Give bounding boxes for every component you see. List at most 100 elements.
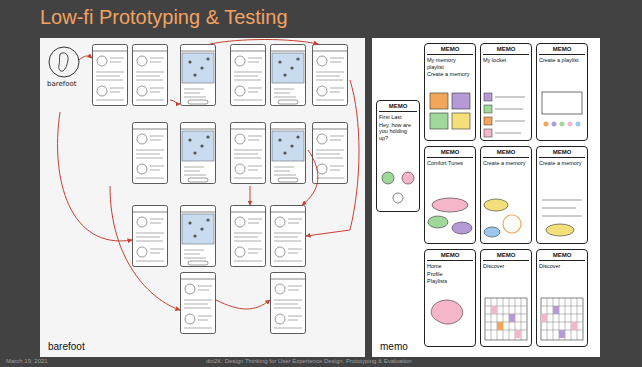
sketch-rect [484, 105, 492, 113]
sketch-circle [503, 215, 521, 233]
sketch-ellipse [452, 222, 472, 234]
sketch-use [271, 273, 306, 334]
screen-text: Create a memory [483, 160, 529, 167]
phone-sketch: MEMODiscover [480, 249, 532, 347]
sketch-path [170, 100, 180, 104]
phone-sketch: MEMO Comfort Tunes [424, 146, 476, 244]
sketch-rect [452, 93, 470, 109]
sketch-path [216, 300, 270, 309]
sketch-ellipse [484, 199, 508, 211]
sketch-rect [542, 92, 582, 114]
screen-text: First Last [379, 114, 417, 121]
sketch-path [541, 298, 583, 340]
sketch-rect [541, 314, 547, 322]
sketch-rect [430, 93, 448, 109]
app-header: MEMO [483, 46, 529, 55]
sketch-use [133, 206, 168, 267]
sketch-rect [571, 322, 577, 330]
sketch-circle [382, 172, 394, 184]
sketch-rect [509, 314, 515, 322]
app-header: MEMO [483, 252, 529, 261]
app-header: MEMO [379, 103, 417, 112]
screen-text: Profile [427, 271, 473, 278]
sketch-use [181, 123, 216, 184]
sketch-use [231, 123, 266, 184]
sketch-rect [485, 298, 527, 340]
sketch-rect [559, 330, 565, 338]
screen-text: Discover [539, 263, 585, 270]
screen-text: Home [427, 263, 473, 270]
sketch-ellipse [428, 216, 448, 228]
sketch-circle [560, 122, 565, 127]
screen-text: Playlists [427, 278, 473, 285]
phone-sketch: MEMOCreate a memory [536, 146, 588, 244]
sketch-rect [491, 306, 497, 314]
app-header: MEMO [427, 252, 473, 261]
sketch-path [485, 298, 527, 340]
sketch-path [302, 150, 318, 205]
sketch-circle [544, 122, 549, 127]
app-header: MEMO [427, 46, 473, 55]
sketch-path [59, 53, 68, 71]
sketch-path [306, 80, 359, 236]
sketch-use [181, 206, 216, 267]
prototype-panel: barefoot [40, 38, 365, 357]
screen-text: My locket [483, 57, 529, 64]
sketch-path [542, 200, 582, 216]
sketch-rect [430, 113, 448, 129]
screen-text: Create a playlist [539, 57, 585, 64]
footer-course: dtx2K: Design Thinking for User Experien… [206, 358, 412, 364]
barefoot-panel-ground [40, 38, 365, 357]
sketch-ellipse [546, 224, 574, 236]
app-header: MEMO [483, 149, 529, 158]
sketch-use [181, 273, 216, 334]
app-header: MEMO [427, 149, 473, 158]
sketch-ellipse [484, 227, 500, 237]
screen-text: My memory playlist [427, 57, 473, 70]
sketch-use [271, 45, 306, 106]
sketch-circle [393, 193, 403, 203]
app-header: MEMO [539, 149, 585, 158]
sketch-use [181, 45, 216, 106]
sketch-path [431, 300, 463, 324]
sketch-circle [49, 47, 79, 77]
sketch-circle [576, 122, 581, 127]
sketch-use [133, 123, 168, 184]
sketch-rect [553, 306, 559, 314]
sketch-use [133, 45, 168, 106]
app-header: MEMO [539, 46, 585, 55]
slide-title: Low-fi Prototyping & Testing [40, 6, 288, 29]
sketch-circle [402, 172, 414, 184]
screen-text: Create a memory [427, 71, 473, 78]
phone-sketch: MEMO My locket [480, 43, 532, 141]
sketch-rect [541, 298, 583, 340]
footer-date: March 19, 2021 [6, 358, 48, 364]
sketch-use [231, 206, 266, 267]
memo-panel-ground [372, 38, 600, 357]
sketch-rect [484, 129, 492, 137]
sketch-path [79, 56, 92, 60]
sketch-use [313, 45, 348, 106]
phone-sketch: MEMODiscover [536, 249, 588, 347]
sketch-use [271, 206, 306, 267]
handwritten-note: barefoot [47, 80, 77, 88]
phone-sketch: MEMO HomeProfilePlaylists [424, 249, 476, 347]
sketch-ellipse [432, 198, 468, 212]
screen-text: Hey, how are you holding up? [379, 122, 417, 142]
barefoot-logo [49, 47, 79, 77]
sketch-circle [568, 122, 573, 127]
screen-text: Comfort Tunes [427, 160, 473, 167]
sketch-use [93, 45, 128, 106]
sketch-path [250, 186, 251, 205]
sketch-rect [452, 113, 470, 129]
phone-sketch: MEMO Create a memory [480, 146, 532, 244]
sketch-circle [552, 122, 557, 127]
sketch-use [231, 45, 266, 106]
sketch-rect [497, 322, 503, 330]
panel-caption: barefoot [48, 341, 365, 353]
sketch-rect [484, 117, 492, 125]
barefoot-screens [93, 45, 348, 334]
phone-sketch: MEMO First LastHey, how are you holding u… [376, 100, 420, 212]
